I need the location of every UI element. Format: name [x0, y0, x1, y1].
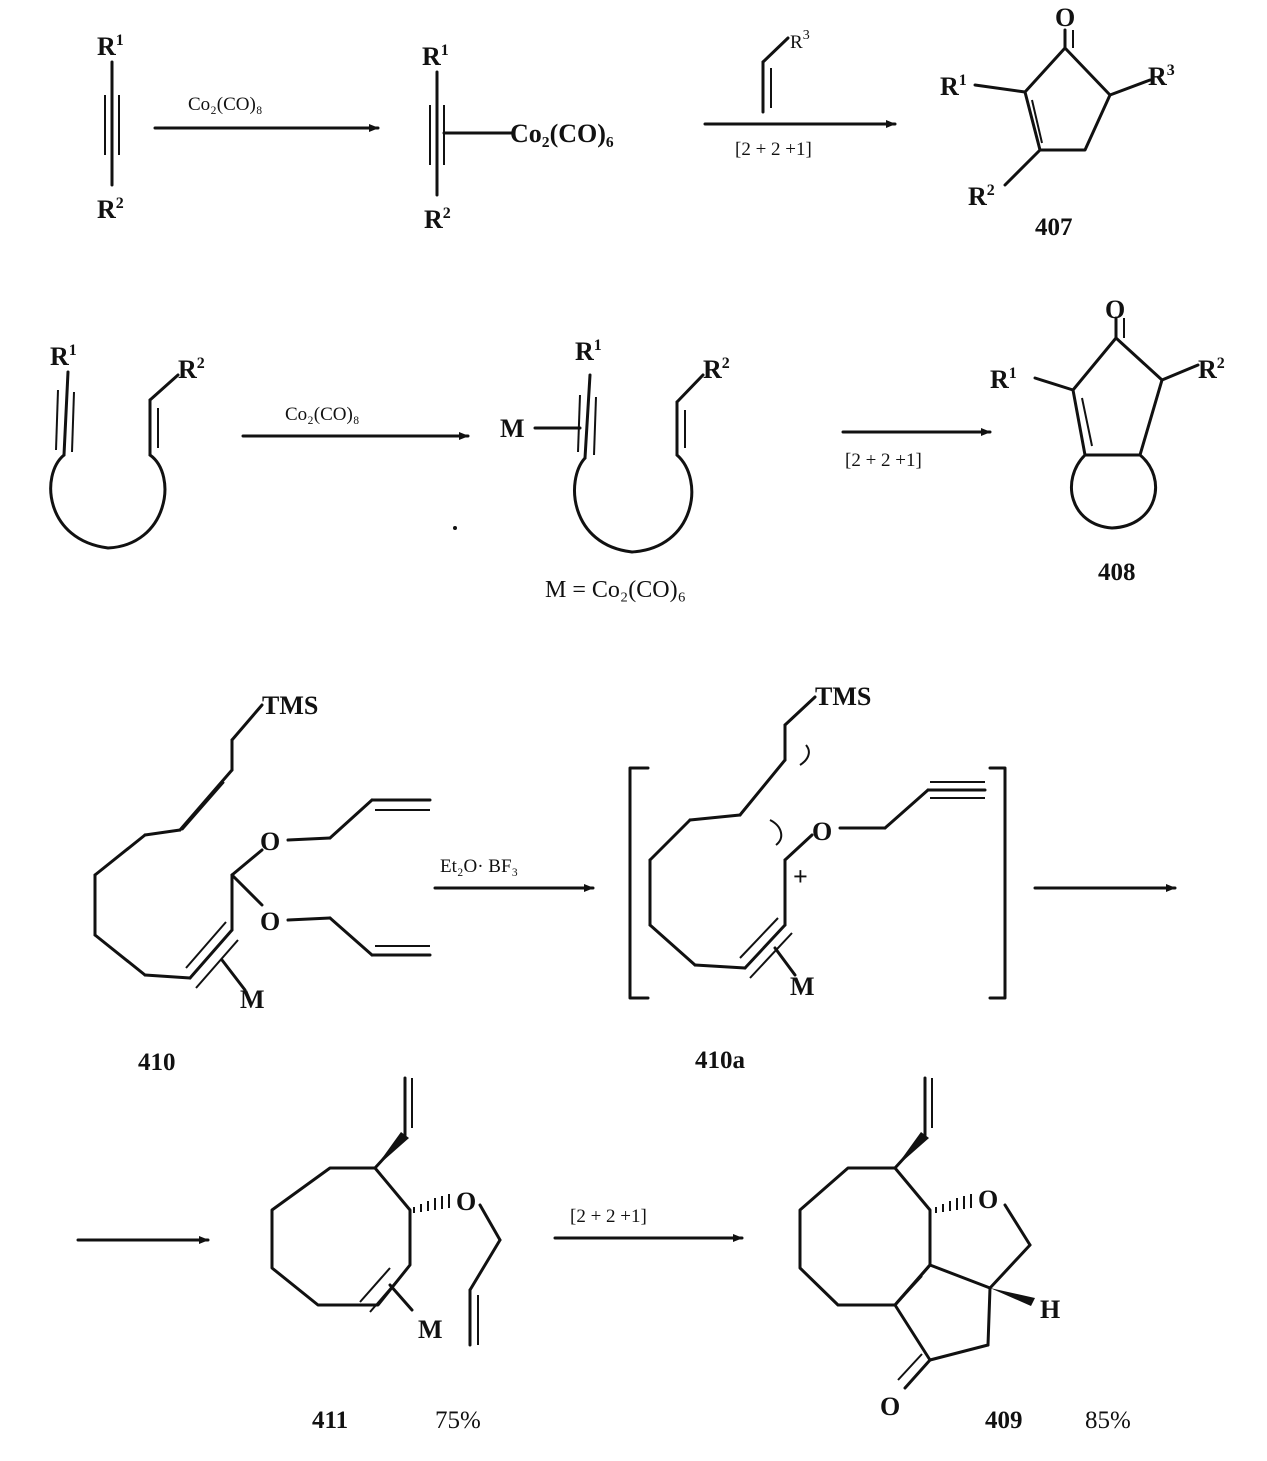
scheme-2: R1 R2 Co₂(CO)₈ M R1 R2 M = Co₂(CO)₆ [2 +… [49, 295, 1225, 603]
svg-text:R2: R2 [703, 355, 730, 384]
furan-oxygen: O [978, 1185, 998, 1214]
yield-409: 85% [1085, 1407, 1131, 1434]
stray-dot [453, 526, 457, 530]
r2-sup-6: 2 [1217, 355, 1225, 372]
condition-2-2-1-b: [2 + 2 +1] [845, 450, 922, 471]
ether-oxygen-4: O [456, 1187, 476, 1216]
svg-text:R1: R1 [940, 72, 967, 101]
carbocation-plus: + [793, 862, 808, 891]
r2-label-3: R [968, 182, 987, 211]
svg-text:R3: R3 [1148, 62, 1175, 91]
compound-411-structure: O M 411 75% [270, 1076, 502, 1434]
r3-label-2: R [1148, 62, 1167, 91]
r2-sup-4: 2 [197, 355, 205, 372]
tms-label-2: TMS [815, 682, 871, 711]
reagent-bf3-etherate: Et₂O· BF₃ [440, 856, 518, 877]
svg-text:R2: R2 [97, 195, 124, 224]
svg-text:R1: R1 [50, 342, 77, 371]
svg-text:R2: R2 [1198, 355, 1225, 384]
svg-text:R3: R3 [790, 28, 810, 53]
ketone-oxygen-408: O [1105, 295, 1125, 324]
r3-sup-2: 3 [1167, 62, 1175, 79]
intermediate-410a: TMS M + O 410a [628, 682, 1007, 1074]
r1-label-5: R [575, 337, 594, 366]
enyne-macrocycle: R1 R2 [49, 342, 205, 550]
complexed-enyne: M R1 R2 M = Co₂(CO)₆ [500, 337, 730, 603]
compound-411-label: 411 [312, 1407, 348, 1434]
hydrogen-label: H [1040, 1295, 1060, 1324]
r3-label: R [790, 32, 803, 53]
r2-label: R [97, 195, 116, 224]
r1-sup-5: 1 [594, 337, 602, 354]
hashed-bond-409 [935, 1194, 972, 1213]
svg-text:R1: R1 [97, 32, 124, 61]
r1-sup-2: 1 [441, 42, 449, 59]
compound-410-structure: TMS M O O [93, 691, 432, 1076]
metal-label-4: M [418, 1315, 443, 1344]
metal-label-3: M [790, 972, 815, 1001]
tms-label-1: TMS [262, 691, 318, 720]
svg-text:R2: R2 [424, 205, 451, 234]
alkyne-1: R1 R2 [97, 32, 124, 224]
scheme-1: R1 R2 Co₂(CO)₈ R1 R2 Co₂(CO)₆ R3 [2 + 2 … [97, 3, 1175, 241]
metal-label-1: M [500, 414, 525, 443]
compound-410-label: 410 [138, 1049, 176, 1076]
yield-411: 75% [435, 1407, 481, 1434]
reagent-co2co8-2: Co₂(CO)₈ [285, 404, 359, 425]
cobalt-complex-label: Co₂(CO)₆ [510, 119, 614, 148]
r1-label-3: R [940, 72, 959, 101]
r2-sup: 2 [116, 195, 124, 212]
r2-sup-5: 2 [722, 355, 730, 372]
r1-sup-4: 1 [69, 342, 77, 359]
compound-409-label: 409 [985, 1407, 1023, 1434]
condition-2-2-1-c: [2 + 2 +1] [570, 1206, 647, 1227]
r2-label-4: R [178, 355, 197, 384]
metal-definition: M = Co₂(CO)₆ [545, 577, 686, 603]
r2-label-6: R [1198, 355, 1217, 384]
compound-409-structure: O H O 409 85% [798, 1076, 1131, 1434]
r1-label-4: R [50, 342, 69, 371]
r1-sup-6: 1 [1009, 365, 1017, 382]
svg-text:R2: R2 [178, 355, 205, 384]
r2-label-5: R [703, 355, 722, 384]
bicyclic-enone-408: O R1 R2 408 [990, 295, 1225, 586]
scheme-3: TMS M O O [93, 682, 1177, 1076]
r2-sup-3: 2 [987, 182, 995, 199]
ether-oxygen-2: O [260, 907, 280, 936]
r2-sup-2: 2 [443, 205, 451, 222]
svg-text:R1: R1 [990, 365, 1017, 394]
ether-oxygen-1: O [260, 827, 280, 856]
svg-text:R1: R1 [422, 42, 449, 71]
ketone-oxygen-407: O [1055, 3, 1075, 32]
r1-label-6: R [990, 365, 1009, 394]
r2-label-2: R [424, 205, 443, 234]
ketone-oxygen-409: O [880, 1392, 900, 1421]
r1-sup-3: 1 [959, 72, 967, 89]
metal-label-2: M [240, 985, 265, 1014]
r3-sup: 3 [803, 28, 810, 43]
svg-text:R1: R1 [575, 337, 602, 366]
ether-oxygen-3: O [812, 817, 832, 846]
compound-410a-label: 410a [695, 1047, 746, 1074]
r1-label-2: R [422, 42, 441, 71]
cyclopentenone-407: O R1 R3 R2 407 [940, 3, 1175, 241]
svg-text:R2: R2 [968, 182, 995, 211]
compound-407-label: 407 [1035, 214, 1073, 241]
r1-sup: 1 [116, 32, 124, 49]
alkene-reagent: R3 [761, 28, 810, 114]
compound-408-label: 408 [1098, 559, 1136, 586]
condition-2-2-1-a: [2 + 2 +1] [735, 139, 812, 160]
alkyne-complex: R1 R2 Co₂(CO)₆ [422, 42, 614, 234]
r1-label: R [97, 32, 116, 61]
scheme-4: O M 411 75% [2 + 2 +1] [76, 1076, 1131, 1434]
hashed-bond-411 [413, 1194, 450, 1213]
reagent-co2co8-1: Co₂(CO)₈ [188, 94, 262, 115]
